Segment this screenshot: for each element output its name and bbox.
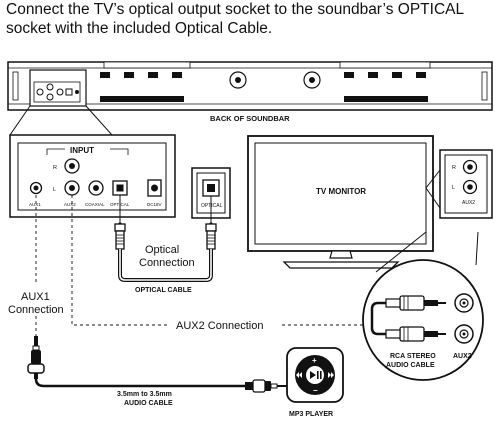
rca-cable-line2: AUDIO CABLE xyxy=(386,362,435,369)
previous-icon xyxy=(296,372,302,378)
aux-cable-line2: AUDIO CABLE xyxy=(124,400,173,407)
svg-text:−: − xyxy=(313,386,318,395)
input-aux1-label: AUX1 xyxy=(29,202,41,207)
input-coaxial-label: COAXIAL xyxy=(85,202,105,207)
instruction-line-1: Connect the TV’s optical output socket t… xyxy=(6,1,465,18)
tv-l-label: L xyxy=(452,185,455,191)
zoom-aux2-label: AUX2 xyxy=(453,353,472,360)
play-icon xyxy=(310,371,316,379)
input-dc-label: DC18V xyxy=(147,202,162,207)
soundbar-caption: BACK OF SOUNDBAR xyxy=(210,114,290,123)
input-r-label: R xyxy=(53,165,57,171)
input-panel-title: INPUT xyxy=(70,146,94,155)
rca-zoom-circle xyxy=(362,259,484,381)
aux-cable-line1: 3.5mm to 3.5mm xyxy=(117,391,172,398)
optical-cable-label: OPTICAL CABLE xyxy=(135,287,192,294)
aux-audio-cable xyxy=(27,336,287,393)
soundbar xyxy=(7,61,493,111)
rca-cable-line1: RCA STEREO xyxy=(390,353,436,360)
optical-connection-line1: Optical xyxy=(145,244,179,256)
tv-optical-label: OPTICAL xyxy=(201,203,223,209)
tv-monitor xyxy=(247,135,434,269)
soundbar-input-panel xyxy=(9,134,176,218)
aux1-connection-line2: Connection xyxy=(8,304,64,316)
optical-cable xyxy=(114,195,217,282)
next-icon xyxy=(328,372,334,378)
mp3-player-label: MP3 PLAYER xyxy=(289,411,333,418)
tv-aux2-label: AUX2 xyxy=(462,200,475,206)
input-aux2-label: AUX2 xyxy=(64,202,76,207)
instruction-line-2: socket with the included Optical Cable. xyxy=(6,20,273,37)
input-l-label: L xyxy=(53,187,56,193)
aux1-connection-line1: AUX1 xyxy=(21,291,50,303)
tv-monitor-label: TV MONITOR xyxy=(316,187,366,196)
aux2-connection-label: AUX2 Connection xyxy=(176,320,263,332)
mp3-player: + − xyxy=(286,347,344,403)
tv-r-label: R xyxy=(452,165,456,171)
tv-aux-panel xyxy=(439,149,493,219)
svg-text:+: + xyxy=(312,356,317,365)
optical-connection-line2: Connection xyxy=(139,257,195,269)
